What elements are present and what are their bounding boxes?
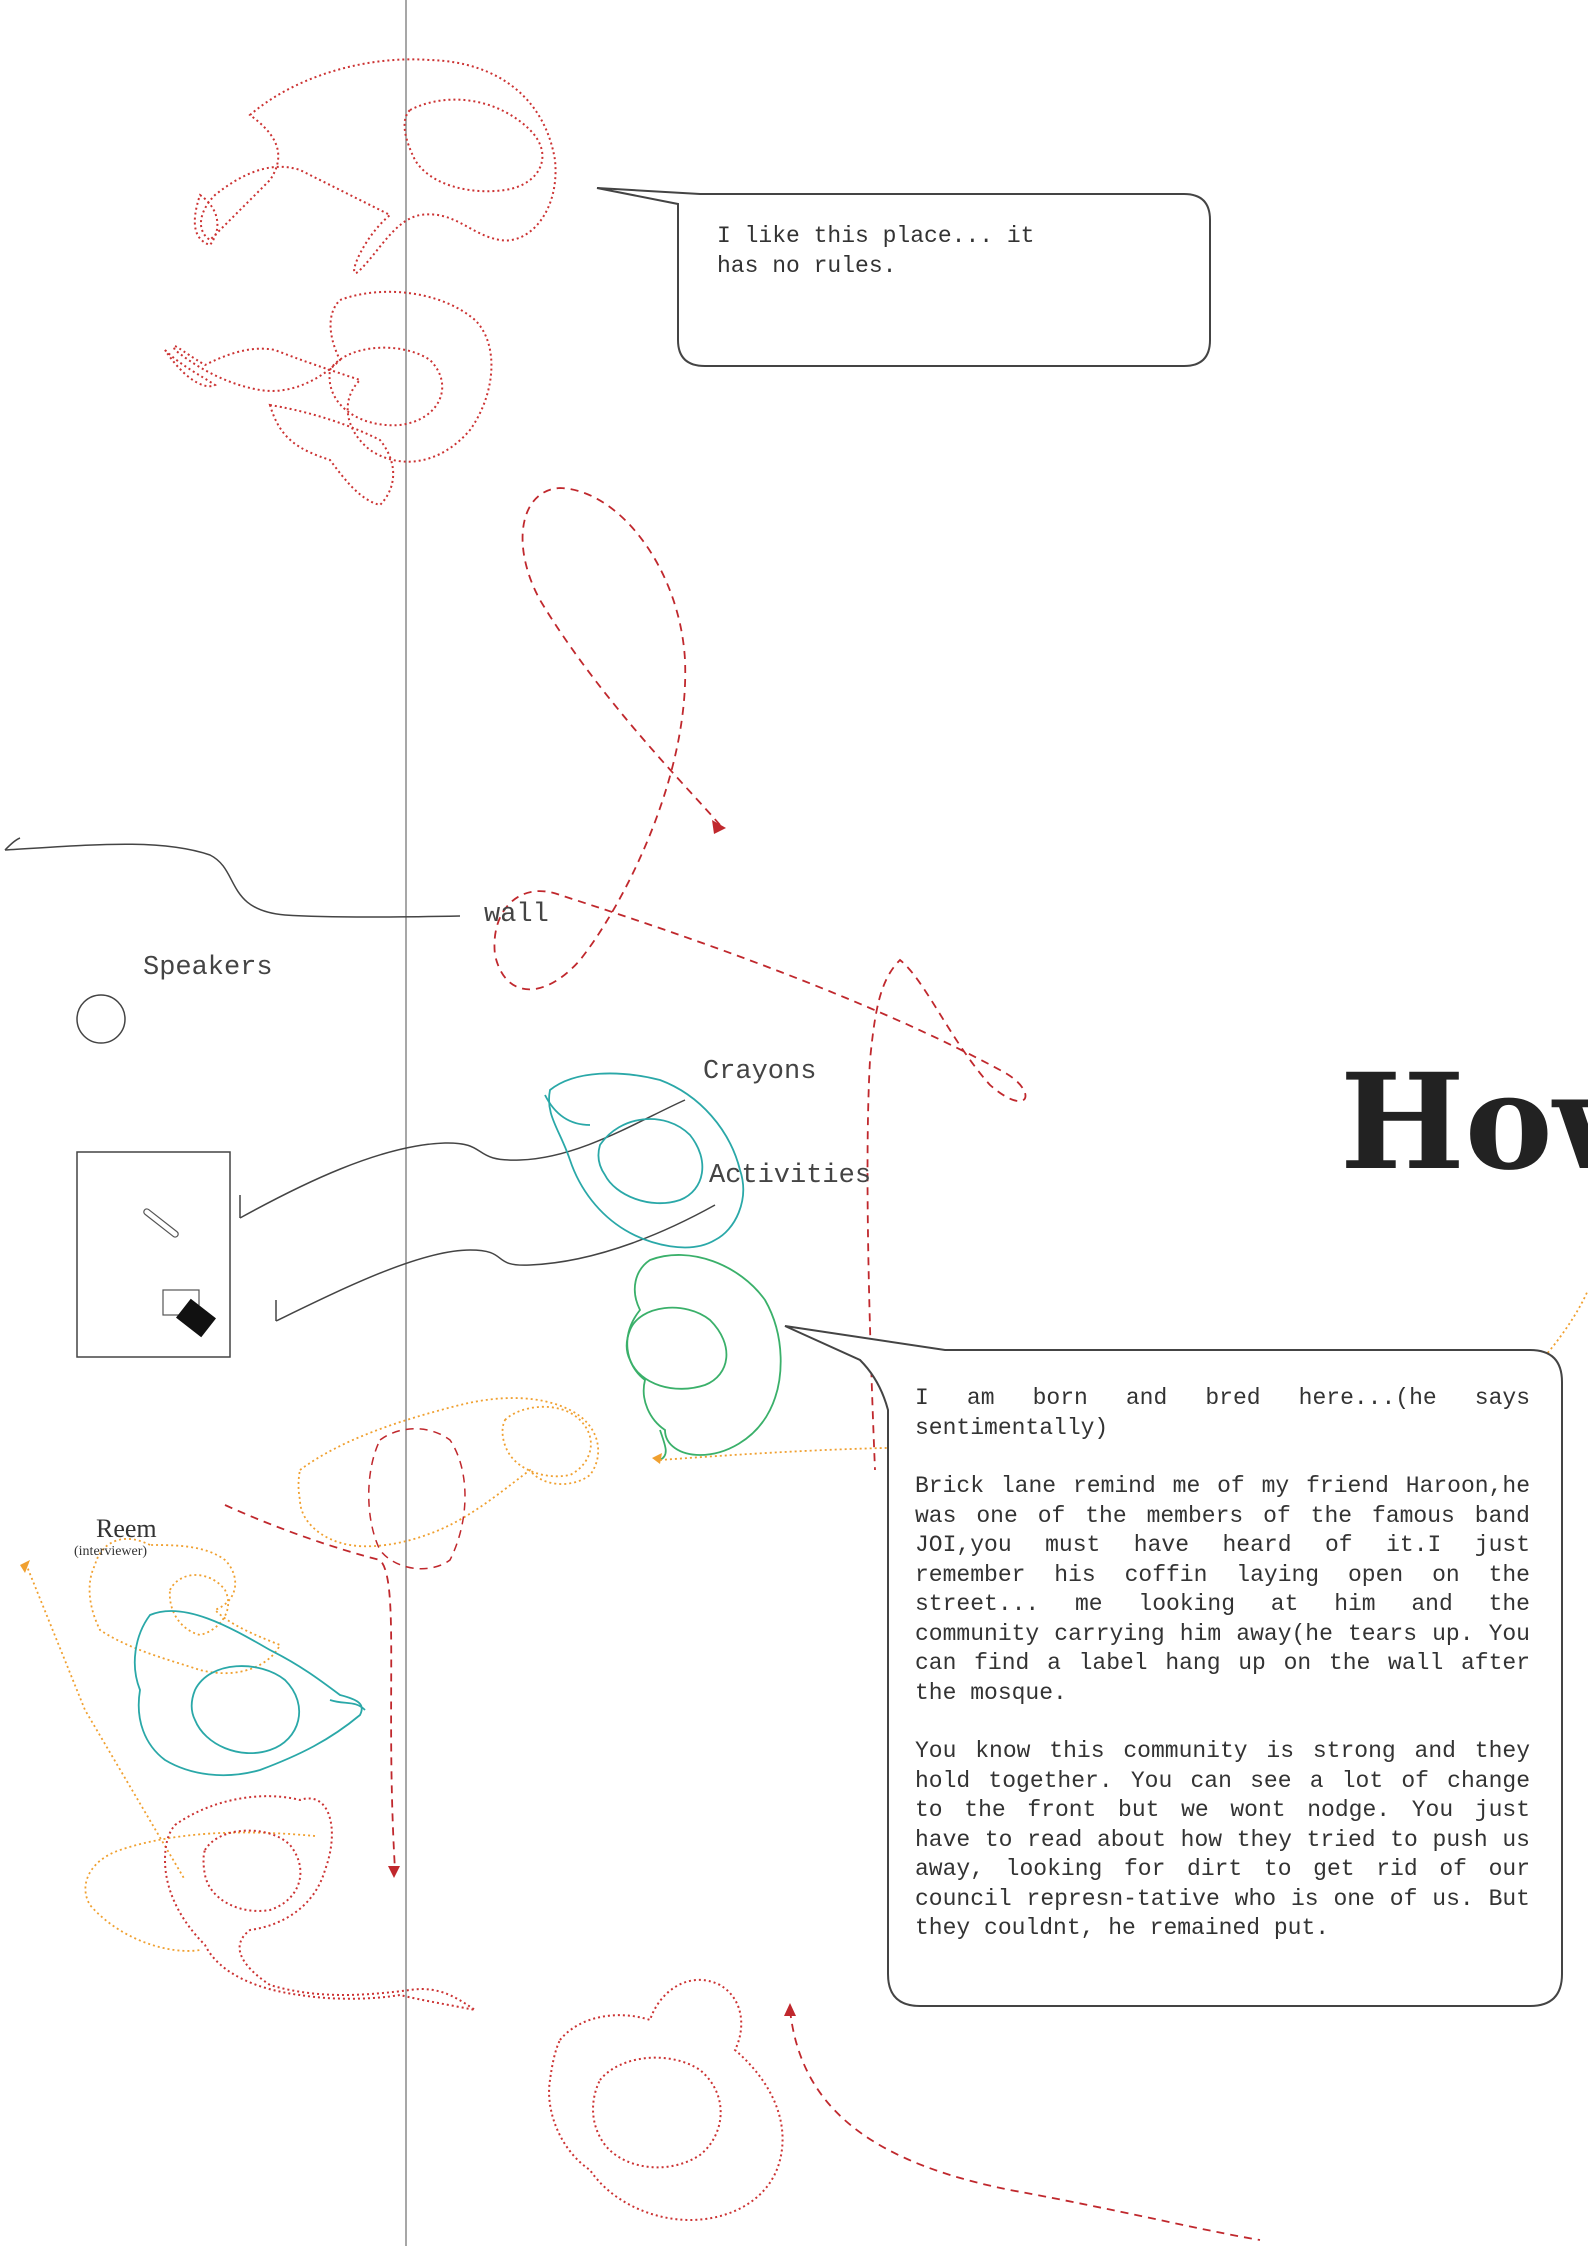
speakers-label: Speakers <box>143 953 273 983</box>
page-title-fragment: How <box>1340 1045 1588 1200</box>
speech-bubble-top-text: I like this place... it has no rules. <box>717 222 1187 281</box>
figure-orange-interviewer <box>85 1398 598 1951</box>
figure-red-bottom-left <box>165 1796 475 2010</box>
movement-arrowheads <box>388 820 796 2016</box>
figure-red-bottom-center <box>549 1980 783 2220</box>
figure-green-interviewee <box>627 1255 781 1460</box>
reem-label: Reem <box>96 1514 157 1544</box>
reem-role-label: (interviewer) <box>74 1544 147 1560</box>
figure-teal-child <box>135 1611 365 1775</box>
crayons-label: Crayons <box>703 1057 816 1087</box>
wall-outline <box>5 844 460 917</box>
crayons-leader-line <box>240 1100 685 1218</box>
orange-arrowhead <box>20 1560 30 1573</box>
bubble-paragraph-1: I am born and bred here...(he says senti… <box>915 1384 1530 1443</box>
figure-top-pair <box>165 59 556 505</box>
bubble-paragraph-2: Brick lane remind me of my friend Haroon… <box>915 1472 1530 1708</box>
activities-leader-line <box>276 1205 715 1321</box>
speaker-circle <box>77 995 125 1043</box>
activities-label: Activities <box>709 1161 871 1191</box>
orange-arrowhead-end <box>652 1453 662 1464</box>
speech-bubble-main-text: I am born and bred here...(he says senti… <box>915 1384 1530 1973</box>
activity-box-icon <box>176 1299 216 1338</box>
wall-label: wall <box>484 900 549 930</box>
figure-red-dashed-ghost <box>369 1429 465 1569</box>
wall-edge-mark <box>5 838 20 850</box>
bubble-paragraph-3: You know this community is strong and th… <box>915 1737 1530 1944</box>
crayon-icon <box>143 1208 180 1239</box>
